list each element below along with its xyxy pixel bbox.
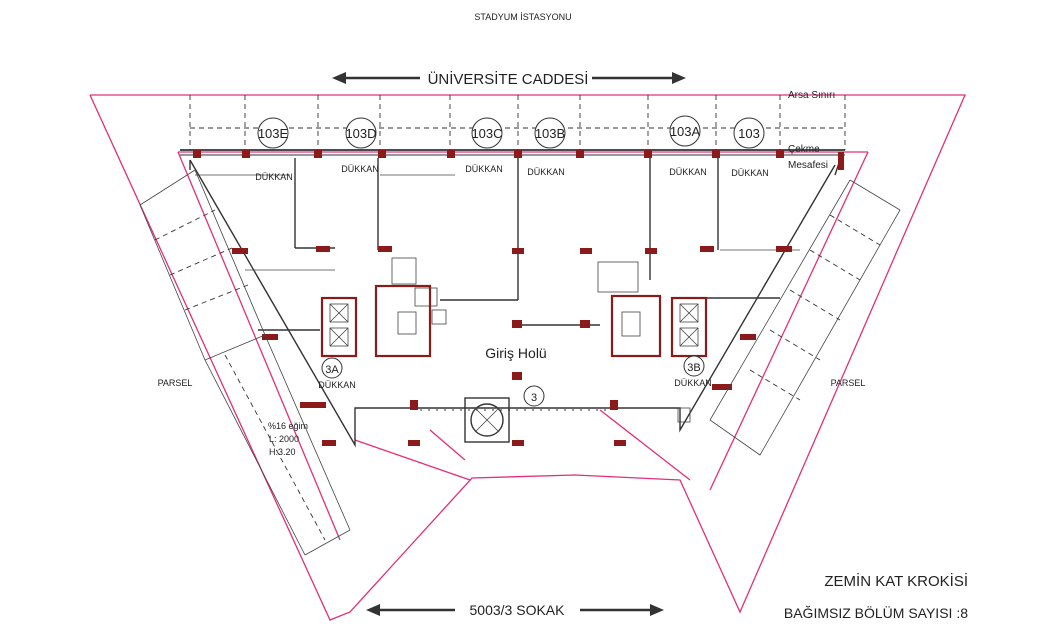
unit-type-103d: DÜKKAN [341,164,379,174]
unit-type-103c: DÜKKAN [465,164,503,174]
street-south: 5003/3 SOKAK [366,602,664,618]
setback-label-1: Çekme [788,144,820,155]
core-left [320,257,447,358]
unit-id: 3A [325,364,339,376]
unit-tag-3a: 3A [321,357,343,379]
ramp-height: H:3.20 [269,447,296,457]
unit-tag-3: 3 [523,385,545,407]
ramp-left [139,169,351,556]
ramp-right [709,179,901,456]
revolving-door [420,397,610,443]
parcel-left-label: PARSEL [158,378,193,388]
unit-type-103e: DÜKKAN [255,172,293,182]
unit-tag-3b: 3B [683,355,705,377]
columns [193,150,844,446]
unit-id: 103A [670,124,701,139]
setback-line [177,151,869,541]
unit-tag-103b: 103B [534,117,566,149]
street-north-label: ÜNİVERSİTE CADDESİ [428,70,589,88]
ramp-slope: %16 eğim [268,421,308,431]
plot-boundary [89,94,966,621]
unit-id: 3B [687,362,700,374]
unit-tag-103e: 103E [257,117,289,149]
unit-id: 103E [258,126,289,141]
unit-id: 3 [531,392,537,404]
station-label: STADYUM İSTASYONU [474,12,571,22]
unit-type-3b: DÜKKAN [674,378,712,388]
unit-id: 103C [471,126,502,141]
unit-type-103a: DÜKKAN [669,167,707,177]
plot-limit-label: Arsa Sınırı [788,90,835,101]
core-right [597,261,708,423]
street-north: ÜNİVERSİTE CADDESİ [332,70,686,88]
parcel-right-label: PARSEL [831,378,866,388]
unit-id: 103B [535,126,565,141]
unit-type-103: DÜKKAN [731,168,769,178]
building-outline [189,158,841,448]
unit-tag-103: 103 [733,117,765,149]
unit-id: 103 [738,126,760,141]
unit-type-103b: DÜKKAN [527,167,565,177]
setback-label-2: Mesafesi [788,160,828,171]
unit-tag-103a: 103A [669,115,701,147]
facade [180,95,846,156]
plan-title: ZEMİN KAT KROKİSİ [824,572,968,590]
ramp-length: L: 2000 [269,434,299,444]
unit-type-3a: DÜKKAN [318,380,356,390]
unit-tag-103c: 103C [471,117,503,149]
unit-id: 103D [345,126,376,141]
unit-count: BAĞIMSIZ BÖLÜM SAYISI :8 [784,604,968,621]
unit-tag-103d: 103D [345,117,377,149]
street-south-label: 5003/3 SOKAK [470,602,566,618]
lobby-label: Giriş Holü [485,345,546,361]
